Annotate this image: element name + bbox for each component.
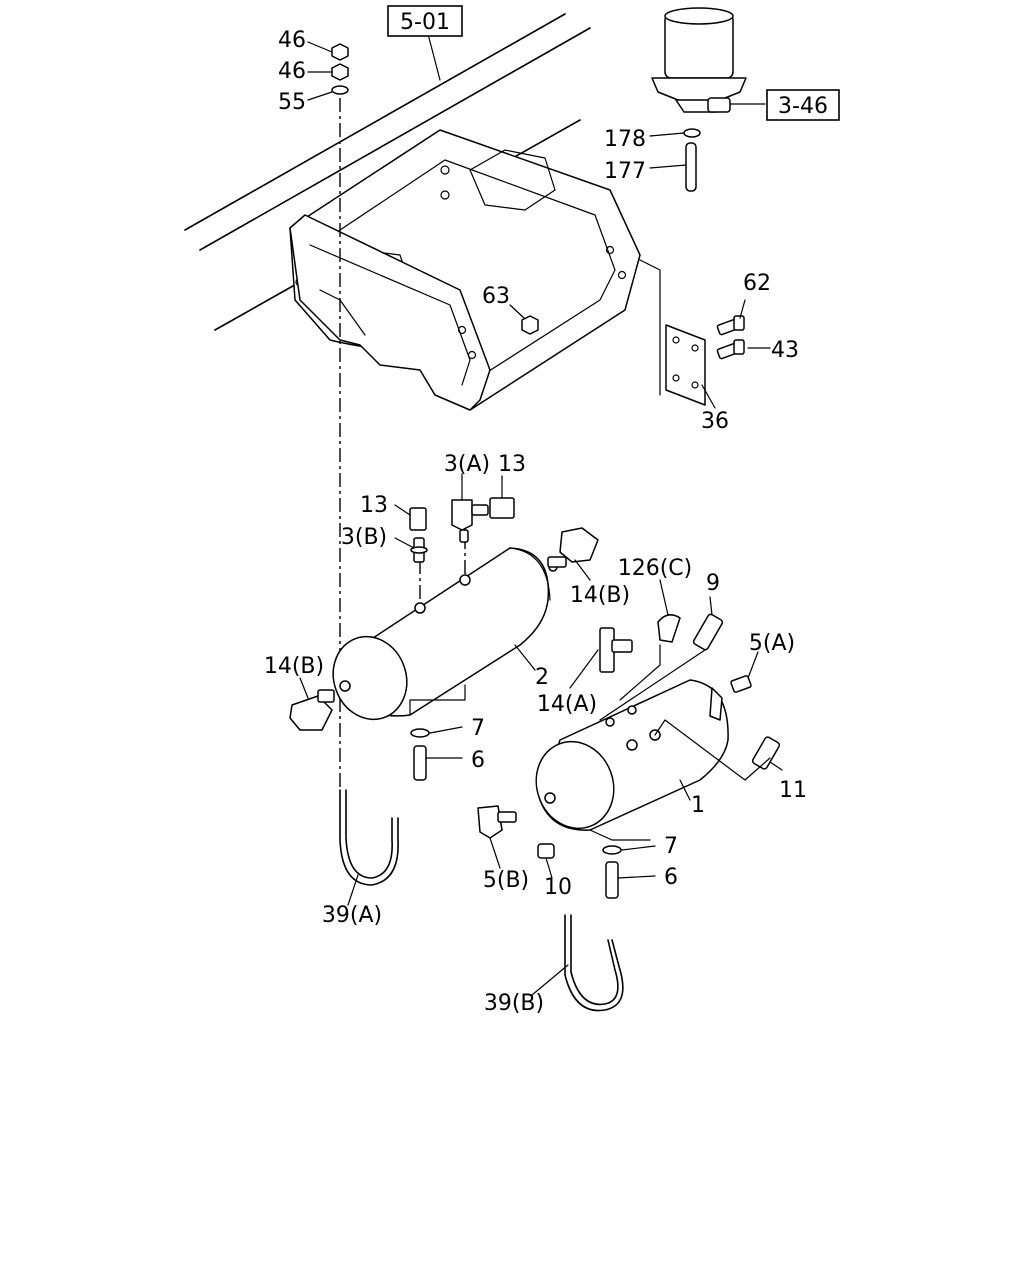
callout-177: 177 (604, 159, 646, 184)
callout-43: 43 (771, 338, 799, 363)
nut-63 (521, 315, 539, 335)
callout-7-upper: 7 (471, 716, 485, 741)
callout-5a: 5(A) (749, 631, 795, 656)
callout-62: 62 (743, 271, 771, 296)
callout-39a: 39(A) (322, 903, 382, 928)
mounting-plate (639, 259, 706, 406)
ref-label-3-46: 3-46 (778, 94, 828, 119)
callout-11: 11 (779, 778, 807, 803)
callout-3a: 3(A) (444, 452, 490, 477)
air-tank-lower (535, 679, 729, 841)
callout-3b: 3(B) (341, 525, 387, 550)
nuts-46-55 (331, 43, 349, 95)
callout-14b-top: 14(B) (570, 583, 630, 608)
callout-labels: 46 46 55 178 177 63 62 43 36 3(A) 13 13 … (264, 28, 807, 1016)
callout-126c: 126(C) (618, 556, 693, 581)
callout-10: 10 (544, 875, 572, 900)
callout-55: 55 (278, 90, 306, 115)
callout-1: 1 (691, 793, 705, 818)
callout-13-left: 13 (360, 493, 388, 518)
callout-178: 178 (604, 127, 646, 152)
ref-box-3-46: 3-46 (766, 89, 840, 121)
callout-5b: 5(B) (483, 868, 529, 893)
callout-63: 63 (482, 284, 510, 309)
fittings-upper (289, 497, 781, 770)
air-tank-upper (332, 547, 558, 721)
callout-46-upper: 46 (278, 28, 306, 53)
callout-6-upper: 6 (471, 748, 485, 773)
callout-6-lower: 6 (664, 865, 678, 890)
hoses (339, 789, 624, 1012)
callout-7-lower: 7 (664, 834, 678, 859)
callout-46-lower: 46 (278, 59, 306, 84)
ref-label-5-01: 5-01 (400, 10, 450, 35)
callout-13-right: 13 (498, 452, 526, 477)
callout-2: 2 (535, 665, 549, 690)
bolts (716, 315, 745, 360)
callout-39b: 39(B) (484, 991, 544, 1016)
callout-14a: 14(A) (537, 692, 597, 717)
air-dryer (651, 7, 766, 113)
crossmember-bracket-front (289, 214, 627, 411)
stud-177 (683, 128, 701, 192)
fittings-lower (410, 728, 622, 899)
ref-box-5-01: 5-01 (387, 5, 463, 37)
callout-36: 36 (701, 409, 729, 434)
leader-lines (299, 33, 783, 996)
callout-14b-left: 14(B) (264, 654, 324, 679)
callout-9: 9 (706, 571, 720, 596)
